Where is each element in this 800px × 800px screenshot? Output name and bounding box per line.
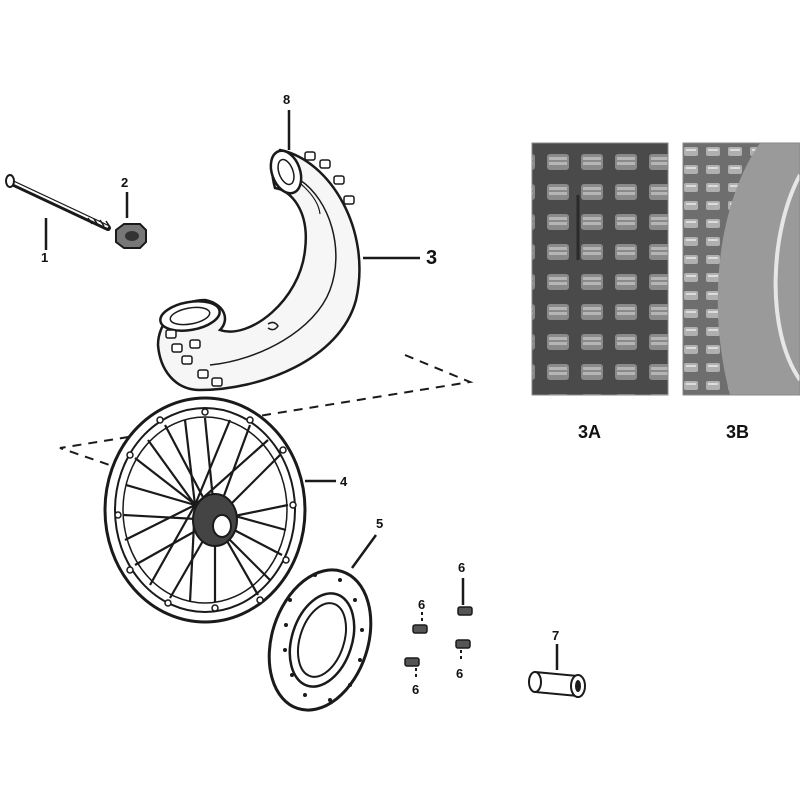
tread-photo-a: [531, 142, 669, 396]
label-bolt: 6: [458, 560, 465, 575]
assembly-dashed-line: [59, 354, 474, 473]
spoked-wheel-part: [103, 396, 336, 624]
axle-part: [5, 174, 111, 250]
photo-caption-3a: 3A: [578, 422, 602, 442]
label-bolt: 6: [456, 666, 463, 681]
label-bolt: 6: [418, 597, 425, 612]
label-disc: 5: [376, 516, 383, 531]
label-tube: 8: [283, 92, 290, 107]
brake-disc-part: [267, 534, 378, 712]
label-wheel: 4: [340, 474, 348, 489]
photo-caption-3b: 3B: [726, 422, 750, 442]
tread-photo-b: [682, 142, 800, 396]
disc-bolts-part: [404, 578, 473, 678]
tire-part: [156, 148, 420, 392]
label-nut: 2: [121, 175, 128, 190]
label-bolt: 6: [412, 682, 419, 697]
axle-nut-part: [115, 192, 147, 249]
label-axle: 1: [41, 250, 48, 265]
wheel-spacer-part: [528, 644, 586, 698]
label-spacer: 7: [552, 628, 559, 643]
label-tire: 3: [426, 247, 437, 269]
